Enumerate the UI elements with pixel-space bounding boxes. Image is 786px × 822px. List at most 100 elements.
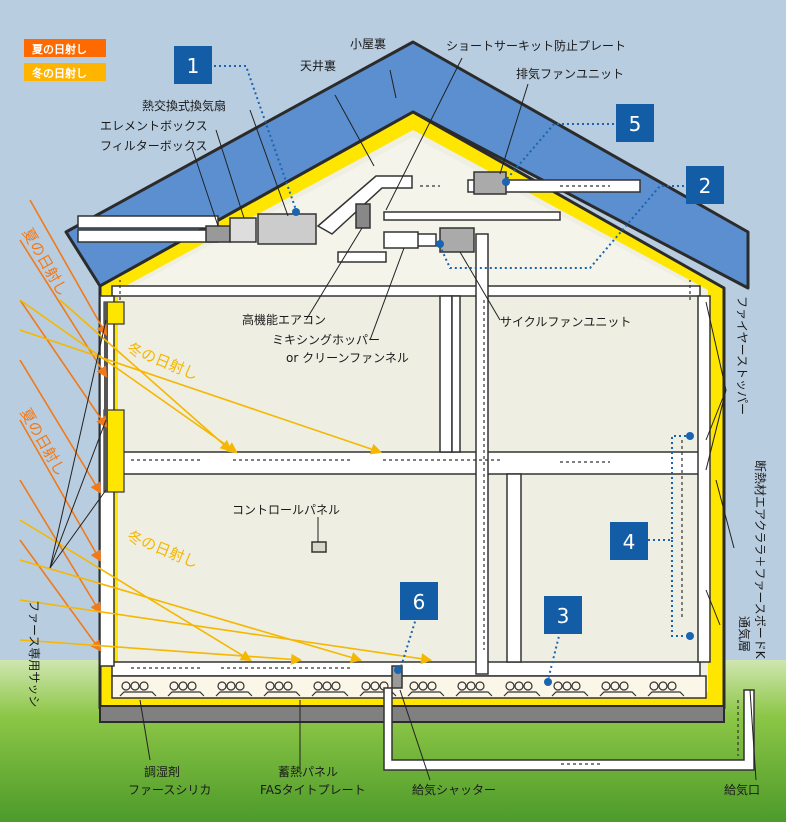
badge-5: 5 — [616, 104, 654, 142]
label-humidity-agent-2: ファースシリカ — [128, 783, 211, 797]
label-mixing-hopper-1: ミキシングホッパー — [272, 333, 380, 347]
heat-panel-bump — [619, 681, 629, 691]
heat-panel-bump — [283, 681, 293, 691]
airflow-arrows — [119, 185, 739, 765]
label-heat-panel-2: FASタイトプレート — [260, 783, 366, 797]
heat-panel-frame — [311, 691, 349, 697]
heat-panel-frame — [215, 691, 253, 697]
badge-2: 2 — [686, 166, 724, 204]
svg-text:夏の日射し: 夏の日射し — [32, 42, 87, 56]
heat-panel-bump — [457, 681, 467, 691]
label-exhaust-fan-unit: 排気ファンユニット — [516, 66, 624, 81]
heat-panel-bump — [226, 681, 236, 691]
heat-panel-bump — [265, 681, 275, 691]
heat-panel-frame — [119, 691, 157, 697]
badge-dots — [292, 178, 694, 686]
label-insulation: 断熱材エアクララ＋ファースボードK — [753, 460, 768, 660]
heat-panel-bump — [466, 681, 476, 691]
badge-6: 6 — [400, 582, 438, 620]
heat-panel-bump — [418, 681, 428, 691]
summer-sun-label-lower: 夏の日射し — [17, 405, 70, 479]
svg-text:1: 1 — [187, 54, 200, 78]
label-control-panel: コントロールパネル — [232, 503, 340, 517]
summer-ray — [19, 419, 102, 562]
heat-panel-bump — [610, 681, 620, 691]
heat-panel-bump — [217, 681, 227, 691]
label-supply-inlet: 給気口 — [724, 782, 760, 797]
window-sash — [103, 301, 125, 493]
exhaust-fan-unit — [473, 171, 507, 195]
winter-ray — [19, 639, 303, 665]
high-performance-aircon — [355, 203, 371, 229]
heat-panel-bump — [178, 681, 188, 691]
label-supply-shutter: 給気シャッター — [412, 782, 496, 797]
label-mixing-hopper-2: or クリーンファンネル — [286, 351, 409, 365]
heat-panel-bump — [130, 681, 140, 691]
heat-panel-bump — [187, 681, 197, 691]
heat-panel-bump — [514, 681, 524, 691]
heat-storage-panels — [119, 681, 685, 697]
cycle-fan-unit — [439, 227, 475, 253]
label-fire-stopper: ファイヤーストッパー — [735, 296, 749, 415]
heat-panel-frame — [455, 691, 493, 697]
svg-text:3: 3 — [557, 604, 570, 628]
heat-panel-frame — [263, 691, 301, 697]
summer-ray — [19, 479, 102, 614]
heat-panel-bump — [562, 681, 572, 691]
heat-panel-frame — [551, 691, 589, 697]
winter-ray — [19, 299, 238, 454]
heat-panel-bump — [571, 681, 581, 691]
floor-structures — [111, 285, 707, 699]
heat-panel-frame — [503, 691, 541, 697]
heat-panel-frame — [599, 691, 637, 697]
heat-panel-bump — [505, 681, 515, 691]
heat-panel-frame — [647, 691, 685, 697]
svg-text:2: 2 — [699, 174, 712, 198]
label-humidity-agent-1: 調湿剤 — [144, 764, 180, 779]
legend-winter-swatch — [24, 63, 106, 81]
svg-text:4: 4 — [623, 530, 636, 554]
label-attic: 小屋裏 — [350, 36, 386, 51]
heat-panel-bump — [475, 681, 485, 691]
mixing-hopper — [383, 231, 419, 249]
legend-summer-swatch — [24, 39, 106, 57]
control-panel-device — [311, 541, 327, 553]
heat-panel-bump — [523, 681, 533, 691]
leader-lines — [49, 57, 757, 781]
heat-panel-frame — [407, 691, 445, 697]
heat-panel-bump — [427, 681, 437, 691]
heat-panel-bump — [658, 681, 668, 691]
svg-text:5: 5 — [629, 112, 642, 136]
winter-ray — [19, 599, 433, 665]
summer-ray — [19, 539, 102, 652]
heat-exchanger-fan — [257, 213, 317, 245]
supply-pipe — [383, 687, 755, 771]
heat-panel-frame — [167, 691, 205, 697]
heat-panel-bump — [169, 681, 179, 691]
heat-panel-bump — [667, 681, 677, 691]
heat-panel-bump — [322, 681, 332, 691]
label-hi-aircon: 高機能エアコン — [242, 312, 326, 327]
winter-ray — [59, 299, 232, 452]
label-heat-exchanger: 熱交換式換気扇 — [142, 98, 226, 113]
svg-text:冬の日射し: 冬の日射し — [32, 66, 87, 80]
winter-ray — [19, 559, 363, 663]
summer-ray — [19, 239, 108, 378]
heat-panel-bump — [361, 681, 371, 691]
summer-sun-label-upper: 夏の日射し — [19, 225, 72, 299]
filter-box — [205, 225, 231, 243]
heat-panel-bump — [649, 681, 659, 691]
label-heat-panel-1: 蓄熱パネル — [278, 765, 338, 779]
equipment — [205, 171, 507, 689]
winter-ray — [19, 329, 383, 455]
winter-ray — [19, 519, 252, 662]
heat-panel-bump — [235, 681, 245, 691]
supply-shutter-device — [391, 665, 403, 689]
sun-rays — [19, 199, 433, 665]
heat-panel-bump — [601, 681, 611, 691]
label-sash: ファース専用サッシ — [27, 600, 41, 707]
summer-ray — [29, 199, 108, 336]
heat-panel-bump — [313, 681, 323, 691]
legend: 夏の日射し 冬の日射し — [24, 39, 106, 81]
